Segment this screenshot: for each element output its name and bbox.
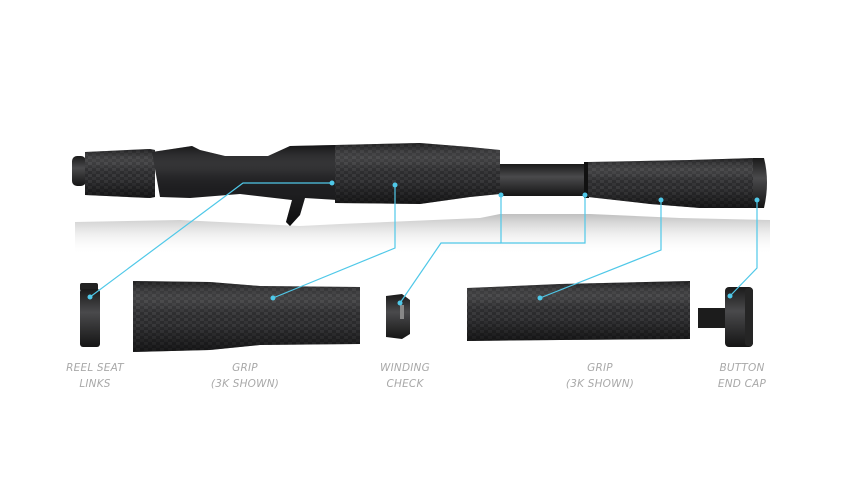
assembled-rod-handle (72, 143, 767, 226)
callout-grip-front (272, 185, 396, 299)
label-grip-rear: GRIP (3K SHOWN) (565, 362, 635, 390)
callout-button-end-cap (729, 200, 758, 297)
callout-grip-rear (539, 200, 662, 299)
front-nut-icon (72, 156, 86, 186)
label-button-end-cap: BUTTON END CAP (717, 362, 767, 390)
callout-dots (87, 180, 760, 306)
grip-rear-part (467, 281, 690, 341)
rod-reflection (75, 214, 770, 255)
label-reel-seat-links: REEL SEAT LINKS (66, 362, 124, 390)
callout-winding-check (500, 195, 586, 244)
label-winding-check: WINDING CHECK (380, 362, 430, 390)
reel-seat-links-part (80, 283, 100, 347)
label-grip-front: GRIP (3K SHOWN) (210, 362, 280, 390)
callout-reel-seat-links (89, 182, 332, 298)
callout-lines (89, 182, 758, 304)
grip-front-part (133, 281, 360, 352)
button-end-cap-part (698, 287, 753, 347)
winding-check-part (386, 294, 410, 339)
